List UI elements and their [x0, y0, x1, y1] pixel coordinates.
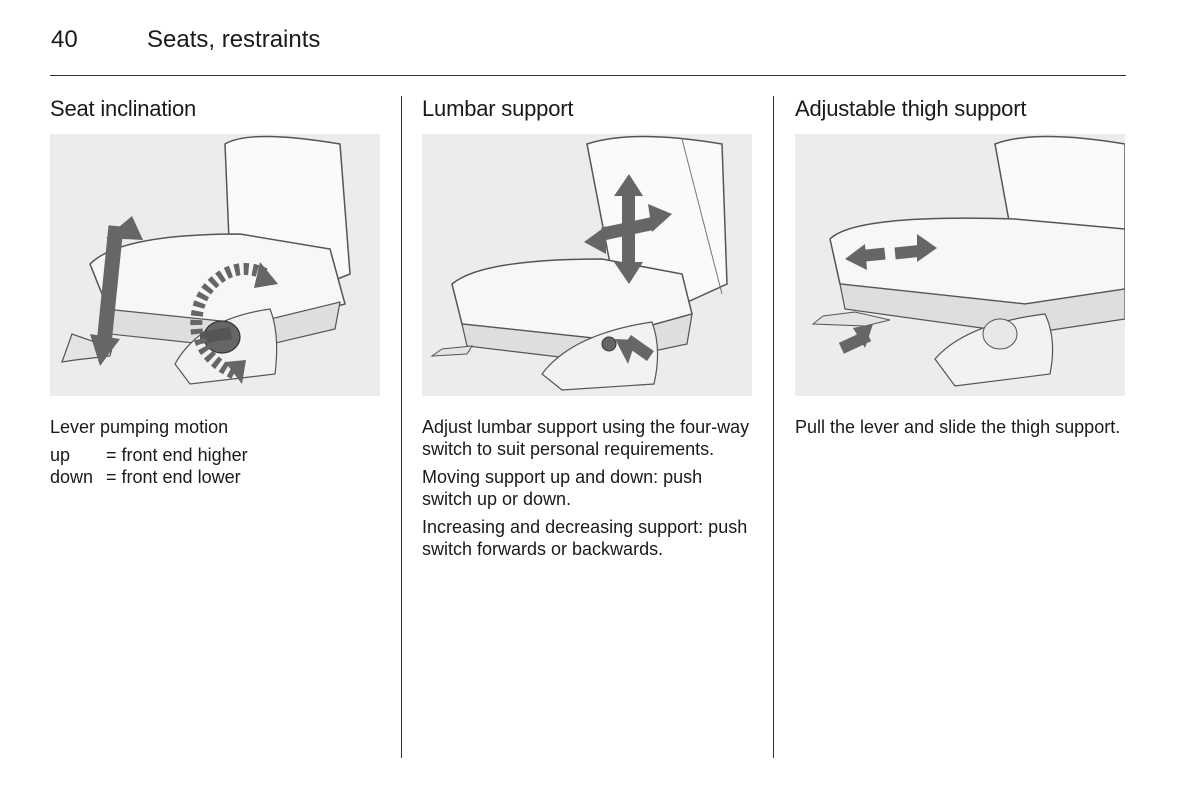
paragraph: Increasing and decreasing support: push … [422, 517, 748, 559]
page-header: 40 Seats, restraints [50, 22, 1126, 76]
definition-key: down [50, 467, 94, 487]
column-seat-inclination: Seat inclination Lever pumping motion up… [50, 94, 380, 488]
column-lumbar-support: Lumbar support Adjust lumbar support usi… [422, 94, 752, 566]
definition-row: up = front end higher [50, 444, 380, 466]
seat-inclination-illustration [50, 134, 380, 396]
paragraph: Pull the lever and slide the thigh suppo… [795, 417, 1121, 437]
definition-key: up [50, 445, 71, 465]
body-text: Lever pumping motion up = front end high… [50, 416, 380, 488]
column-heading: Adjustable thigh support [795, 96, 1027, 121]
body-text: Pull the lever and slide the thigh suppo… [795, 416, 1125, 438]
definition-row: down = front end lower [50, 466, 380, 488]
column-divider [773, 96, 774, 758]
column-heading: Seat inclination [50, 96, 197, 121]
lumbar-support-illustration [422, 134, 752, 396]
page-number: 40 [51, 26, 78, 53]
intro-text: Lever pumping motion [50, 417, 229, 437]
column-heading: Lumbar support [422, 96, 574, 121]
section-title: Seats, restraints [147, 26, 321, 53]
paragraph: Moving support up and down: push switch … [422, 467, 703, 509]
definition-value: = front end lower [106, 467, 241, 487]
body-text: Adjust lumbar support using the four-way… [422, 416, 752, 560]
column-thigh-support: Adjustable thigh support Pull the lever … [795, 94, 1125, 444]
definition-value: = front end higher [106, 445, 248, 465]
thigh-support-illustration [795, 134, 1125, 396]
column-divider [401, 96, 402, 758]
paragraph: Adjust lumbar support using the four-way… [422, 417, 750, 459]
